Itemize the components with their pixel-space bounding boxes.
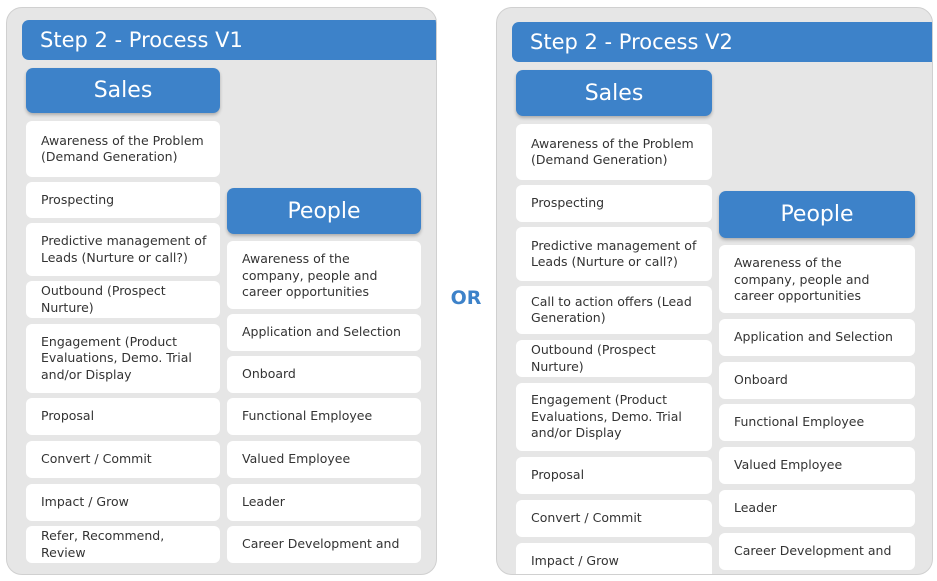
sales-step-call-to-action: Call to action offers (Lead Generation) [516,286,712,334]
sales-step-outbound: Outbound (Prospect Nurture) [26,281,220,318]
people-step-valued-employee: Valued Employee [227,441,421,478]
sales-step-engagement: Engagement (Product Evaluations, Demo. T… [516,383,712,451]
people-header: People [719,191,915,238]
people-step-functional-employee: Functional Employee [227,398,421,435]
people-step-onboard: Onboard [227,356,421,393]
people-step-awareness: Awareness of the company, people and car… [719,245,915,313]
people-step-leader: Leader [719,490,915,527]
sales-step-awareness: Awareness of the Problem (Demand Generat… [26,121,220,177]
people-step-career-development: Career Development and [719,533,915,570]
people-step-valued-employee: Valued Employee [719,447,915,484]
people-step-career-development: Career Development and [227,526,421,563]
sales-step-impact: Impact / Grow [516,543,712,574]
people-step-functional-employee: Functional Employee [719,404,915,441]
sales-step-proposal: Proposal [516,457,712,494]
sales-step-awareness: Awareness of the Problem (Demand Generat… [516,124,712,180]
process-v2-panel: Step 2 - Process V2 Sales People Awarene… [496,7,933,575]
people-step-awareness: Awareness of the company, people and car… [227,241,421,309]
process-v1-title: Step 2 - Process V1 [22,20,436,60]
sales-step-prospecting: Prospecting [516,185,712,222]
sales-step-convert: Convert / Commit [26,441,220,478]
sales-step-prospecting: Prospecting [26,182,220,218]
sales-step-predictive-management: Predictive management of Leads (Nurture … [26,223,220,276]
sales-header: Sales [26,68,220,113]
people-step-leader: Leader [227,484,421,521]
or-separator: OR [450,287,482,309]
sales-step-convert: Convert / Commit [516,500,712,537]
sales-step-predictive-management: Predictive management of Leads (Nurture … [516,227,712,281]
sales-step-refer: Refer, Recommend, Review [26,526,220,563]
people-step-application: Application and Selection [227,314,421,351]
sales-header: Sales [516,70,712,116]
sales-step-impact: Impact / Grow [26,484,220,521]
people-step-onboard: Onboard [719,362,915,399]
process-v2-title: Step 2 - Process V2 [512,22,932,62]
sales-step-proposal: Proposal [26,398,220,435]
process-v1-panel: Step 2 - Process V1 Sales People Awarene… [6,7,437,575]
sales-step-outbound: Outbound (Prospect Nurture) [516,340,712,377]
people-header: People [227,188,421,234]
people-step-application: Application and Selection [719,319,915,356]
sales-step-engagement: Engagement (Product Evaluations, Demo. T… [26,324,220,393]
